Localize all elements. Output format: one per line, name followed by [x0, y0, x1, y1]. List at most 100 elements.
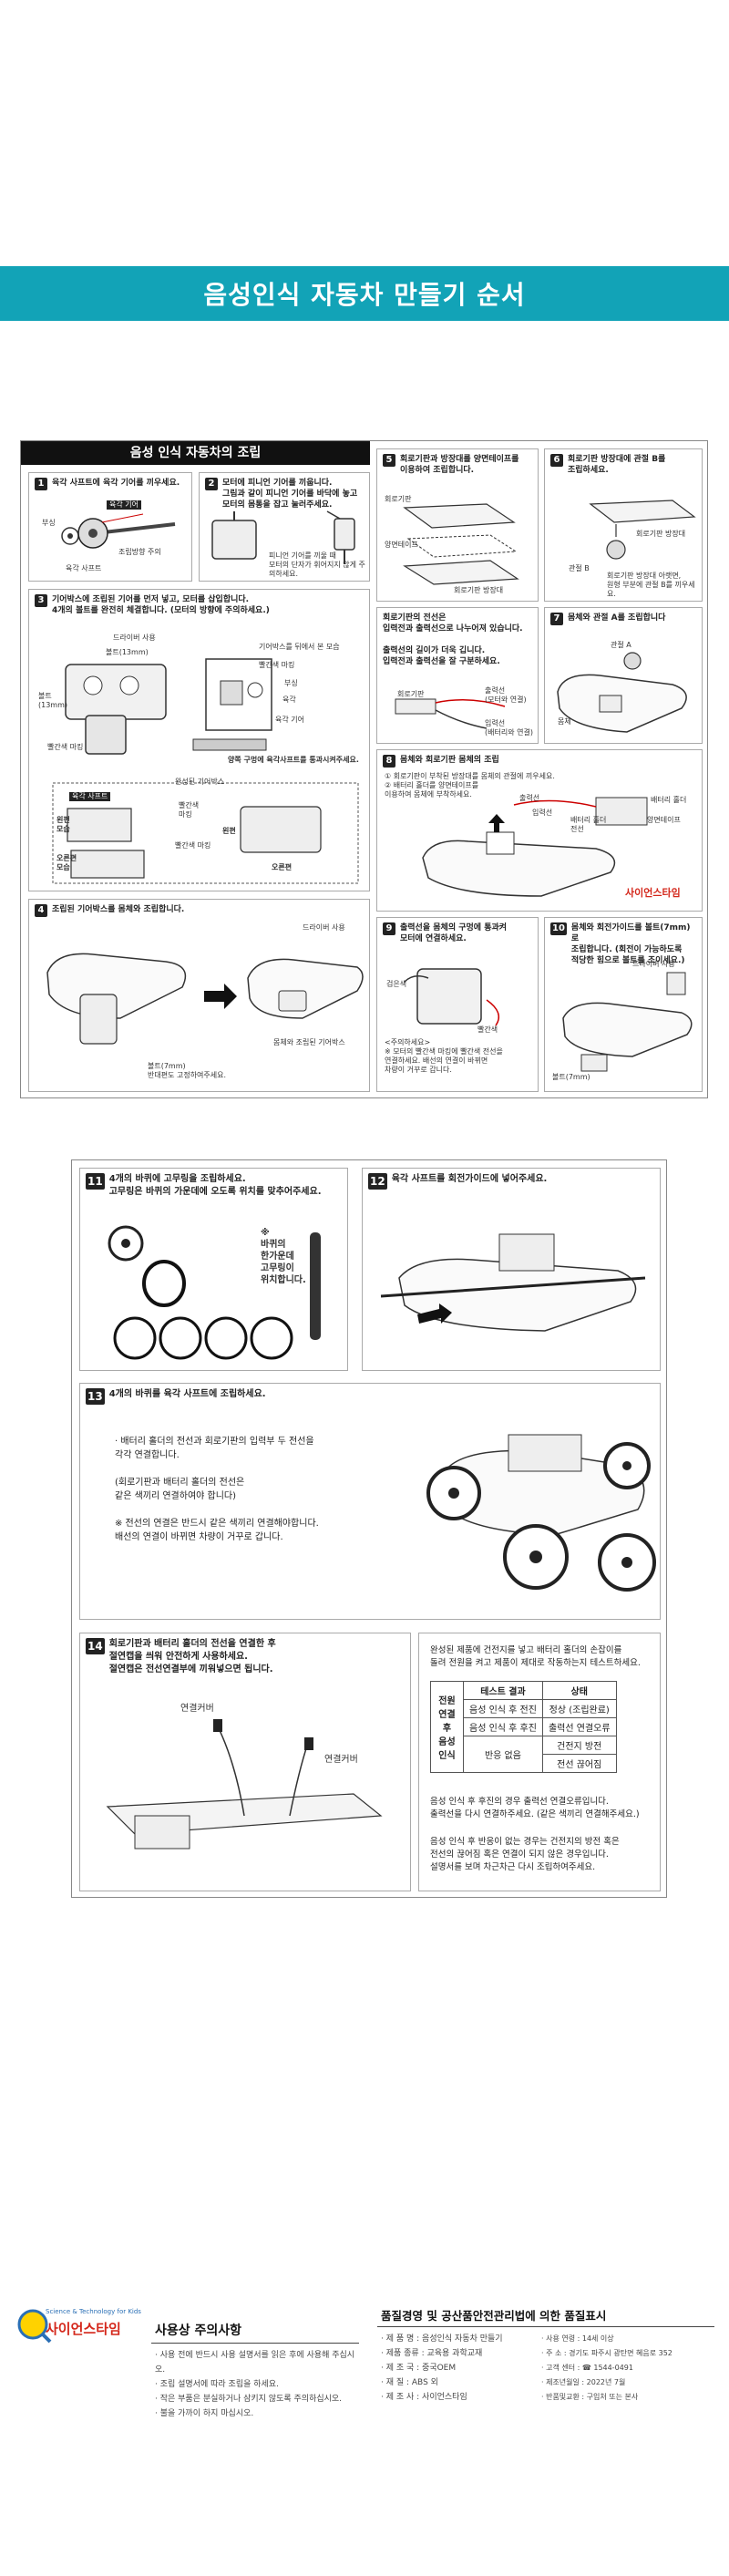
- quality-item: · 반품및교환 : 구입처 또는 본사: [541, 2393, 639, 2401]
- label-connection-cover: 연결커버: [180, 1704, 214, 1714]
- step-instruction: 회로기판과 방장대를 양면테이프를 이용하여 조립합니다.: [400, 455, 519, 475]
- label-input-wire: 입력선: [532, 809, 553, 817]
- label-joint-b: 관절 B: [569, 564, 590, 572]
- step-number: 13: [86, 1388, 105, 1405]
- brand-logo-icon: [17, 2309, 52, 2344]
- caution-item: · 사용 전에 반드시 사용 설명서를 읽은 후에 사용해 주십시오.: [155, 2351, 355, 2375]
- label-bolt-13mm-side: 볼트 (13mm): [38, 692, 68, 709]
- step-3-panel: 3 기어박스에 조립된 기어를 먼저 넣고, 모터를 삽입합니다. 4개의 볼트를…: [28, 589, 370, 891]
- hex-gear-illustration: [61, 513, 176, 549]
- step-number: 3: [35, 594, 47, 607]
- test-header-result: 테스트 결과: [463, 1681, 543, 1700]
- caution-title: 사용상 주의사항: [155, 2324, 242, 2338]
- joint-a-illustration: [557, 652, 687, 733]
- wire-note-panel: 회로기판의 전선은 입력전과 출력선으로 나누어져 있습니다. 출력선의 길이가…: [376, 607, 539, 744]
- label-body-gearbox: 몸체와 조립된 기어박스: [273, 1038, 345, 1046]
- test-side-label: 전원 연결 후 음성 인식: [430, 1681, 464, 1773]
- label-hex-shaft: 육각 사프트: [69, 792, 111, 801]
- label-hex-gear: 육각 기어: [275, 716, 304, 724]
- test-note-no-response: 음성 인식 후 반응이 없는 경우는 건전지의 방전 혹은 전선의 끊어짐 혹은…: [430, 1837, 620, 1872]
- shaft-guide-illustration: [380, 1233, 646, 1332]
- test-cell: 정상 (조립완료): [541, 1699, 617, 1718]
- step-instruction: 기어박스에 조립된 기어를 먼저 넣고, 모터를 삽입합니다. 4개의 볼트를 …: [52, 595, 270, 615]
- step-number: 4: [35, 904, 47, 917]
- step-number: 9: [383, 922, 395, 935]
- quality-item: · 제조년월일 : 2022년 7월: [541, 2378, 626, 2386]
- test-cell: 음성 인식 후 후진: [463, 1717, 543, 1736]
- step-instruction: 4개의 바퀴를 육각 사프트에 조립하세요.: [108, 1389, 266, 1399]
- label-board-stand: 회로기판 방장대: [636, 530, 686, 538]
- assembly-section-title: 음성 인식 자동차의 조립: [21, 441, 370, 465]
- caution-item: · 조립 설명서에 따라 조립을 하세요.: [155, 2380, 279, 2389]
- label-board-stand: 회로기판 방장대: [454, 586, 504, 594]
- body-gearbox-illustration: [46, 953, 364, 1045]
- wheel-ring-illustration: [108, 1225, 321, 1360]
- step-number: 2: [205, 478, 218, 490]
- label-output-wire: 출력선: [519, 794, 540, 802]
- label-step8-instructions: ① 회로기판이 부착된 방장대를 몸체의 관절에 끼우세요. ② 배터리 홀더를…: [385, 772, 555, 799]
- step-12-panel: 12 육각 사프트를 회전가이드에 넣어주세요.: [362, 1168, 661, 1371]
- step-instruction: 육각 사프트를 회전가이드에 넣어주세요.: [391, 1174, 548, 1184]
- quality-item: · 제품 종류 : 교육용 과학교재: [381, 2349, 483, 2358]
- label-motor-caution: 피니언 기어를 끼울 때 모터의 단자가 휘어지지 않게 주의하세요.: [269, 551, 365, 578]
- label-connection-cover: 연결커버: [324, 1755, 358, 1765]
- caution-item: · 불을 가까이 하지 마십시오.: [155, 2409, 254, 2418]
- step-number: 6: [550, 454, 563, 467]
- step-number: 1: [35, 478, 47, 490]
- motor-wire-illustration: [404, 968, 500, 1026]
- label-joint-a: 관절 A: [611, 641, 631, 649]
- rotation-guide-illustration: [562, 972, 693, 1072]
- label-screwdriver: 드라이버 사용: [303, 923, 345, 932]
- quality-item: · 제 조 사 : 사이언스타임: [381, 2393, 467, 2402]
- label-right-view: 오른편 모습: [56, 854, 77, 871]
- label-shaft-through: 양쪽 구멍에 육각사프트를 통과시켜주세요.: [228, 756, 359, 764]
- label-red-marking: 빨간색 마킹: [47, 743, 84, 751]
- label-output-wire: 출력선 (모터와 연결): [485, 686, 527, 704]
- car-wheels-illustration: [426, 1434, 656, 1592]
- step-number: 12: [368, 1173, 387, 1190]
- label-direction: 조립방향 주의: [118, 548, 161, 556]
- step-number: 5: [383, 454, 395, 467]
- quality-divider: [377, 2326, 714, 2327]
- wire-note-text: 회로기판의 전선은 입력전과 출력선으로 나누어져 있습니다. 출력선의 길이가…: [383, 613, 523, 666]
- test-note-reverse: 음성 인식 후 후진의 경우 출력선 연결오류입니다. 출력선을 다시 연결하주…: [430, 1797, 640, 1819]
- test-cell: 음성 인식 후 전진: [463, 1699, 543, 1718]
- step-number: 10: [550, 922, 567, 935]
- wire-cap-illustration: [106, 1719, 383, 1850]
- label-hex-gear: 육각 기어: [107, 500, 141, 510]
- page-title: 음성인식 자동차 만들기 순서: [203, 280, 526, 310]
- label-double-tape: 양면테이프: [385, 541, 418, 549]
- label-circuit-board: 회로기판: [385, 495, 412, 503]
- brand-name: 사이언스타임: [46, 2321, 121, 2337]
- label-bolt-13mm: 볼트(13mm): [106, 648, 149, 656]
- quality-item: · 제 조 국 : 중국OEM: [381, 2364, 457, 2373]
- label-left-view: 왼편 모습: [56, 816, 70, 833]
- rubber-ring-note: ※ 바퀴의 한가운데 고무링이 위치합니다.: [261, 1228, 306, 1285]
- title-banner: 음성인식 자동차 만들기 순서: [0, 266, 729, 321]
- test-cell: 전선 끊어짐: [541, 1754, 617, 1773]
- label-joint-b-note: 회로기판 방장대 아랫면, 원형 부분에 관절 B를 끼우세요.: [607, 572, 695, 598]
- step-instruction: 몸체와 회전가이드를 볼트(7mm)로 조립합니다. (회전이 가능하도록 적당…: [570, 923, 691, 965]
- quality-list-right: · 사용 연령 : 14세 이상 · 주 소 : 경기도 파주시 광탄면 혜음로…: [541, 2332, 727, 2405]
- step-instruction: 몸체와 관절 A를 조립합니다: [568, 613, 666, 623]
- quality-item: · 주 소 : 경기도 파주시 광탄면 혜음로 352: [541, 2349, 673, 2357]
- label-bushing: 부싱: [42, 519, 56, 527]
- label-finished-gearbox: 완성된 기어박스: [175, 778, 225, 786]
- label-battery-wire: 배터리 홀더 전선: [570, 816, 607, 833]
- step-instruction: 출력선을 몸체의 구멍에 통과켜 모터에 연결하세요.: [400, 923, 508, 943]
- step-5-panel: 5 회로기판과 방장대를 양면테이프를 이용하여 조립합니다. 회로기판 양면테이…: [376, 448, 539, 602]
- label-left: 왼편: [222, 827, 236, 835]
- wire-illustration: [395, 698, 506, 729]
- step-instruction: 조립된 기어박스를 몸체와 조립합니다.: [52, 905, 185, 914]
- step-instruction: 4개의 바퀴에 고무링을 조립하세요. 고무링은 바퀴의 가운데에 오도록 위치…: [108, 1174, 322, 1197]
- circuit-board-illustration: [403, 503, 519, 585]
